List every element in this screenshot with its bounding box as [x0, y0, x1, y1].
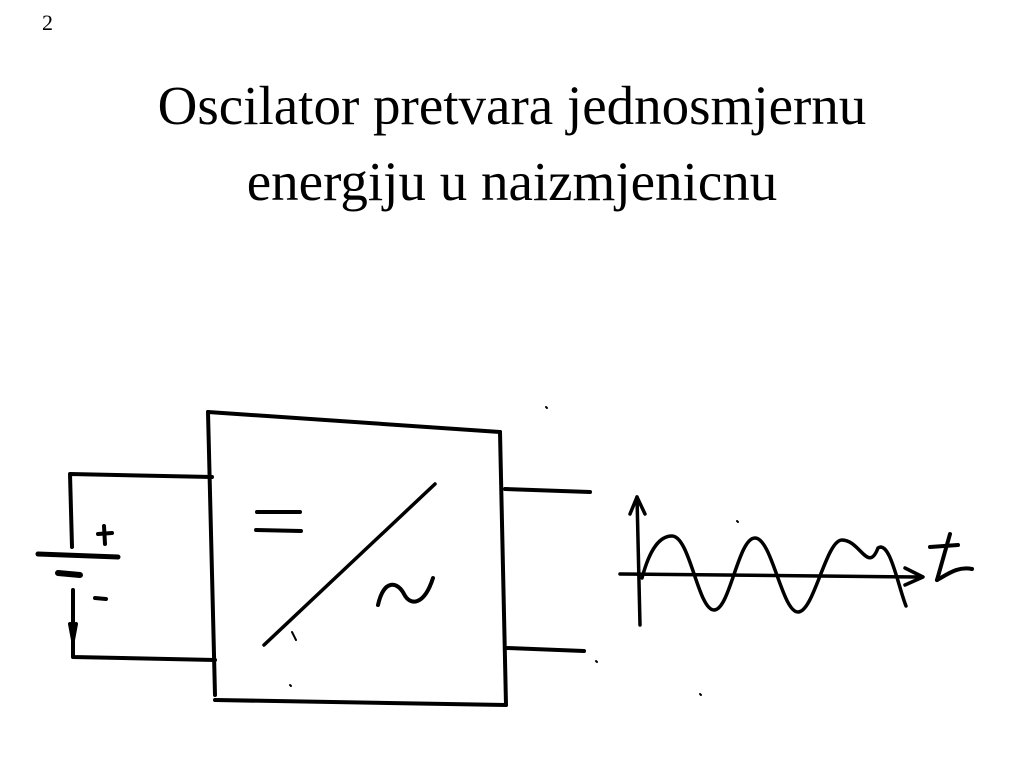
sine-waveform [640, 534, 908, 614]
slide-title-line-2: energiju u naizmjenicnu [246, 151, 778, 212]
slide-number: 2 [42, 10, 53, 35]
oscillator-sketch [35, 406, 974, 707]
battery-symbol [35, 524, 121, 601]
converter-box [206, 410, 508, 707]
scan-specks [289, 406, 739, 696]
waveform-axes [618, 495, 925, 627]
dc-symbol [254, 510, 303, 533]
ac-symbol [376, 576, 435, 607]
output-wiring [503, 487, 592, 653]
slide-title-line-1: Oscilator pretvara jednosmjernu [157, 75, 867, 136]
time-axis-label [928, 532, 974, 582]
input-wiring [68, 472, 217, 662]
slide-title: Oscilator pretvara jednosmjernu energiju… [0, 68, 1024, 220]
